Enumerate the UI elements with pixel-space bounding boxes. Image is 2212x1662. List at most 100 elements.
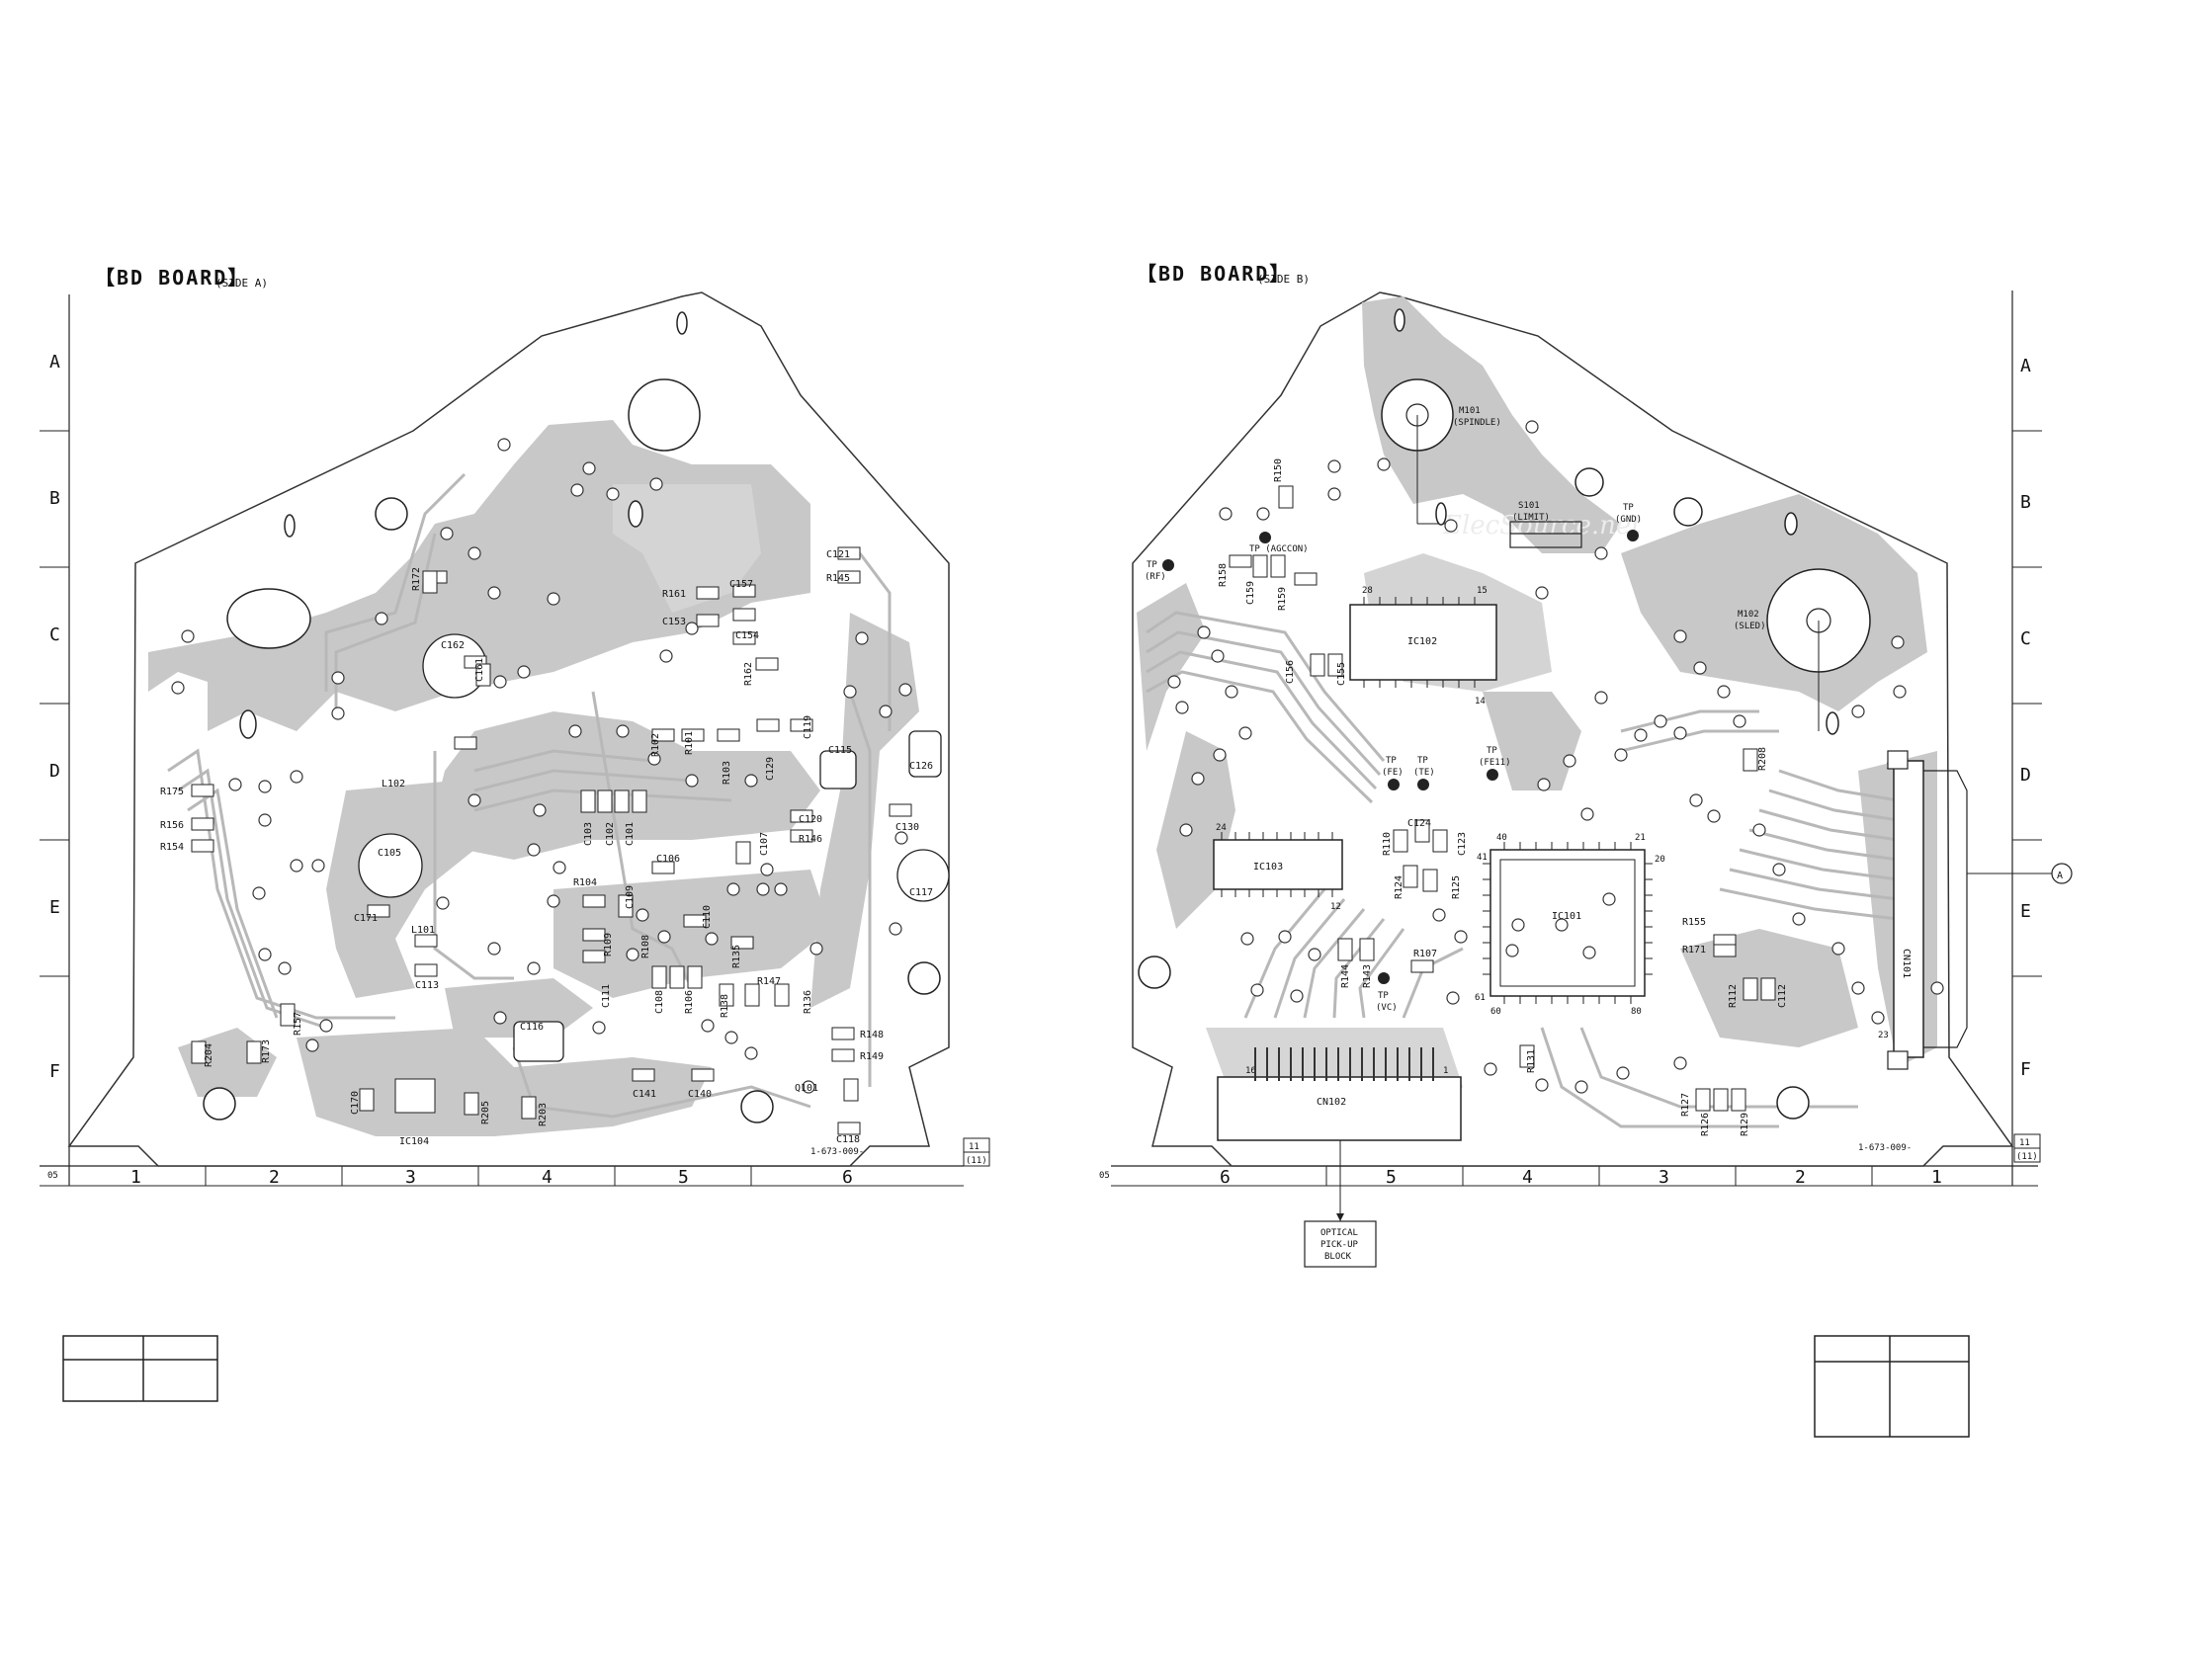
svg-text:C110: C110: [702, 905, 713, 929]
svg-text:C102: C102: [605, 822, 616, 846]
side-a-col-4: 4: [542, 1167, 553, 1188]
svg-text:R106: R106: [684, 990, 695, 1014]
side-a-board-number: 1-673-009-: [810, 1147, 864, 1157]
tp-te-label: TP: [1417, 756, 1428, 766]
svg-text:R125: R125: [1451, 875, 1462, 899]
svg-text:C159: C159: [1245, 581, 1256, 605]
side-b-board-code-1: 11: [2019, 1138, 2030, 1148]
svg-text:R103: R103: [722, 761, 732, 785]
side-b-ics: [1213, 597, 1653, 1004]
svg-text:R135: R135: [731, 945, 742, 968]
svg-text:R126: R126: [1700, 1113, 1711, 1136]
svg-text:C155: C155: [1336, 662, 1347, 686]
optical-block-line2: PICK-UP: [1320, 1240, 1359, 1250]
connector-marker-a: A: [2057, 871, 2063, 881]
tp-rf-label: TP: [1147, 560, 1157, 570]
side-b-empty-table: [1814, 1335, 1970, 1438]
side-b-watermark: ElecSource.net: [1442, 511, 1642, 540]
svg-text:1: 1: [1443, 1066, 1448, 1076]
svg-text:C107: C107: [759, 832, 770, 856]
tp-vc-sub: (VC): [1376, 1003, 1398, 1013]
svg-text:C140: C140: [688, 1089, 712, 1100]
svg-text:R107: R107: [1413, 949, 1437, 959]
side-a-corner-code: 05: [47, 1171, 58, 1181]
svg-text:C115: C115: [828, 745, 852, 756]
svg-text:C117: C117: [909, 887, 933, 898]
svg-text:R148: R148: [860, 1030, 884, 1040]
side-a-col-6: 6: [842, 1167, 853, 1188]
side-b-board-number: 1-673-009-: [1858, 1143, 1912, 1153]
side-b-board: 【BD BOARD】 (SIDE B) A B C D E F 6 5 4 3 …: [1099, 262, 2073, 1438]
svg-text:R144: R144: [1340, 964, 1351, 988]
optical-block-line1: OPTICAL: [1320, 1228, 1358, 1238]
tp-gnd-label: TP: [1623, 503, 1634, 513]
svg-text:R104: R104: [573, 877, 597, 888]
svg-text:24: 24: [1216, 823, 1227, 833]
svg-text:R145: R145: [826, 573, 850, 584]
svg-text:C119: C119: [803, 715, 813, 739]
side-a-subtitle: (SIDE A): [215, 277, 268, 290]
tp-fe-sub: (FE): [1382, 768, 1404, 778]
side-a-row-b: B: [49, 488, 60, 509]
m101-label: M101: [1459, 406, 1481, 416]
svg-text:R138: R138: [720, 994, 730, 1018]
side-a-col-3: 3: [405, 1167, 416, 1188]
svg-text:12: 12: [1330, 902, 1341, 912]
svg-text:14: 14: [1475, 697, 1486, 706]
svg-text:C106: C106: [656, 854, 680, 865]
svg-text:C123: C123: [1457, 832, 1468, 856]
svg-text:C121: C121: [826, 549, 850, 560]
svg-text:R154: R154: [160, 842, 184, 853]
svg-text:C154: C154: [735, 630, 759, 641]
svg-text:21: 21: [1635, 833, 1646, 843]
side-a-ref: C162: [441, 640, 465, 651]
svg-text:60: 60: [1490, 1007, 1501, 1017]
cn102-connector: [1217, 1047, 1462, 1268]
svg-text:C108: C108: [654, 990, 665, 1014]
svg-text:R208: R208: [1757, 747, 1768, 771]
side-b-ref-labels: R150 R158 C159 R159 C156 C155 R110 C124 …: [1218, 458, 1788, 1136]
svg-text:R112: R112: [1728, 984, 1739, 1008]
optical-block-line3: BLOCK: [1324, 1252, 1352, 1262]
side-b-col-2: 2: [1795, 1167, 1806, 1188]
svg-text:R159: R159: [1277, 587, 1288, 611]
side-a-title: 【BD BOARD】: [95, 266, 249, 290]
svg-text:R109: R109: [603, 933, 614, 956]
svg-text:R146: R146: [799, 834, 822, 845]
svg-text:23: 23: [1878, 1031, 1889, 1040]
svg-text:C116: C116: [520, 1022, 544, 1033]
svg-text:C141: C141: [633, 1089, 656, 1100]
svg-text:R143: R143: [1362, 964, 1373, 988]
m102-sub: (SLED): [1734, 622, 1766, 631]
side-a-board: 【BD BOARD】 (SIDE A) A B C D E F 1 2 3 4 …: [40, 266, 990, 1402]
side-b-col-3: 3: [1659, 1167, 1669, 1188]
side-b-row-a: A: [2020, 356, 2031, 376]
svg-text:R173: R173: [261, 1039, 272, 1063]
side-b-col-5: 5: [1386, 1167, 1397, 1188]
side-a-row-e: E: [49, 897, 60, 918]
side-b-pads: [1229, 485, 1776, 1112]
side-b-title: 【BD BOARD】: [1137, 262, 1291, 286]
svg-text:R162: R162: [743, 662, 754, 686]
side-a-empty-table: [62, 1335, 218, 1402]
svg-text:61: 61: [1475, 993, 1486, 1003]
side-b-traces: [1146, 611, 1899, 1128]
svg-text:R158: R158: [1218, 563, 1229, 587]
side-b-testpoints: [1162, 530, 1639, 984]
side-a-col-2: 2: [269, 1167, 280, 1188]
svg-text:R205: R205: [480, 1101, 491, 1124]
tp-gnd-sub: (GND): [1615, 515, 1642, 525]
side-b-col-6: 6: [1220, 1167, 1231, 1188]
s101-sub: (LIMIT): [1512, 513, 1550, 523]
cn101-label: CN101: [1901, 949, 1912, 978]
side-a-holes: [203, 311, 941, 1123]
svg-text:C161: C161: [474, 658, 485, 682]
svg-text:C113: C113: [415, 980, 439, 991]
side-a-row-a: A: [49, 352, 60, 373]
m102-label: M102: [1738, 610, 1759, 620]
side-a-row-c: C: [49, 624, 60, 645]
svg-text:C118: C118: [836, 1134, 860, 1145]
svg-text:C170: C170: [350, 1091, 361, 1115]
svg-text:IC104: IC104: [399, 1136, 429, 1147]
